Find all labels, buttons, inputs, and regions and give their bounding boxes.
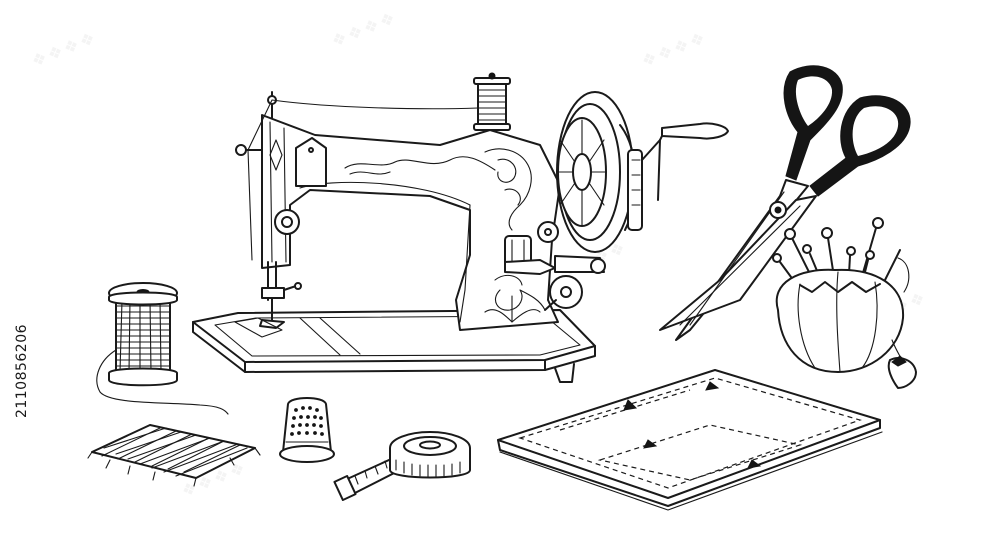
fabric-pattern bbox=[497, 369, 883, 511]
stock-id-label: 2110856206 bbox=[14, 323, 30, 419]
thread-spool bbox=[96, 282, 229, 415]
pincushion bbox=[772, 217, 917, 389]
fabric-swatch bbox=[87, 424, 261, 487]
sewing-machine bbox=[192, 72, 729, 383]
tape-measure bbox=[333, 431, 471, 502]
scissors bbox=[659, 65, 911, 341]
thimble bbox=[279, 397, 335, 463]
hand-wheel bbox=[556, 91, 729, 253]
